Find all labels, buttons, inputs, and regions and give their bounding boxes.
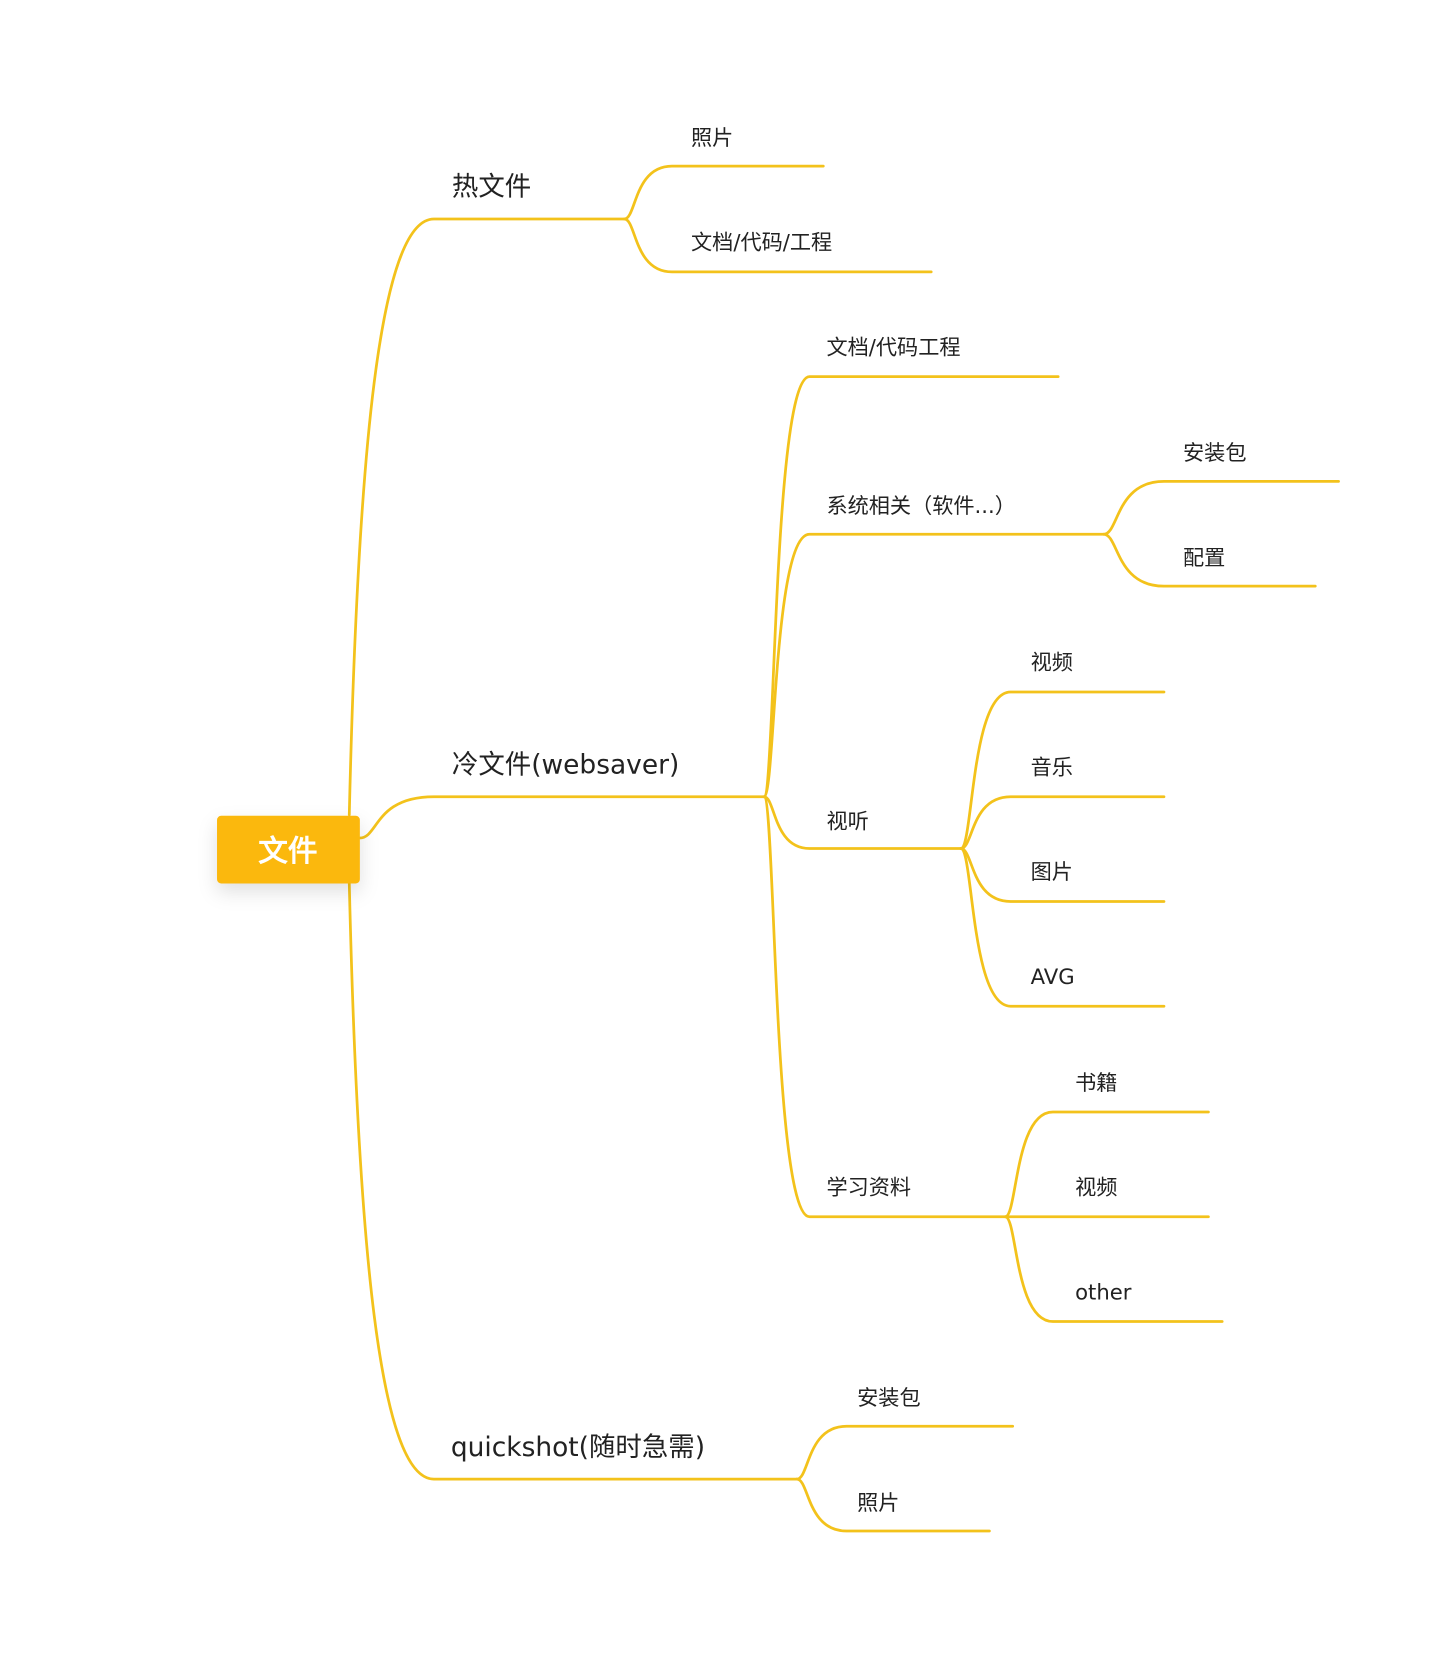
root-node-box — [217, 815, 360, 884]
topic-node[interactable]: 文档/代码工程 — [826, 334, 960, 359]
connector-line — [762, 375, 1060, 799]
topic-node[interactable]: 书籍 — [1075, 1070, 1117, 1095]
connector-line — [1102, 480, 1340, 536]
connector-line — [1003, 1110, 1210, 1219]
connector-line — [762, 795, 963, 850]
branch-node[interactable]: 冷文件(websaver) — [452, 749, 679, 780]
connector-line — [1102, 532, 1317, 588]
connector-line — [959, 690, 1166, 850]
connector-line — [347, 217, 626, 817]
connector-line — [959, 847, 1166, 1008]
connector-line — [762, 532, 1106, 799]
connector-line — [358, 795, 766, 840]
connector-line — [1003, 1215, 1224, 1323]
connector-line — [622, 164, 825, 221]
topic-node[interactable]: 学习资料 — [826, 1175, 911, 1200]
connector-line — [959, 847, 1166, 903]
connector-line — [959, 795, 1166, 850]
topic-node[interactable]: 图片 — [1031, 859, 1073, 884]
topic-node[interactable]: AVG — [1031, 964, 1075, 989]
branch-node[interactable]: quickshot(随时急需) — [451, 1432, 705, 1463]
topic-node[interactable]: 安装包 — [857, 1385, 920, 1410]
connector-line — [347, 882, 799, 1481]
topic-node[interactable]: 音乐 — [1031, 754, 1073, 779]
connector-lines — [347, 164, 1340, 1533]
topic-node[interactable]: 安装包 — [1183, 440, 1246, 465]
topic-node[interactable]: 系统相关（软件...） — [826, 493, 1015, 518]
topic-node[interactable]: 照片 — [857, 1490, 899, 1515]
topic-node[interactable]: 配置 — [1183, 545, 1225, 570]
connector-line — [795, 1477, 991, 1533]
branch-node[interactable]: 热文件 — [452, 172, 531, 203]
connector-line — [622, 217, 933, 274]
topic-node[interactable]: 视频 — [1075, 1175, 1117, 1200]
root-node-label: 文件 — [258, 834, 317, 868]
topic-node[interactable]: other — [1075, 1279, 1132, 1304]
topic-node[interactable]: 照片 — [691, 125, 733, 150]
connector-line — [762, 795, 1007, 1219]
topic-node[interactable]: 文档/代码/工程 — [691, 230, 832, 255]
connector-line — [795, 1424, 1015, 1481]
topic-node[interactable]: 视频 — [1031, 650, 1073, 675]
topic-node[interactable]: 视听 — [826, 808, 868, 833]
root-node[interactable]: 文件 — [217, 815, 360, 884]
